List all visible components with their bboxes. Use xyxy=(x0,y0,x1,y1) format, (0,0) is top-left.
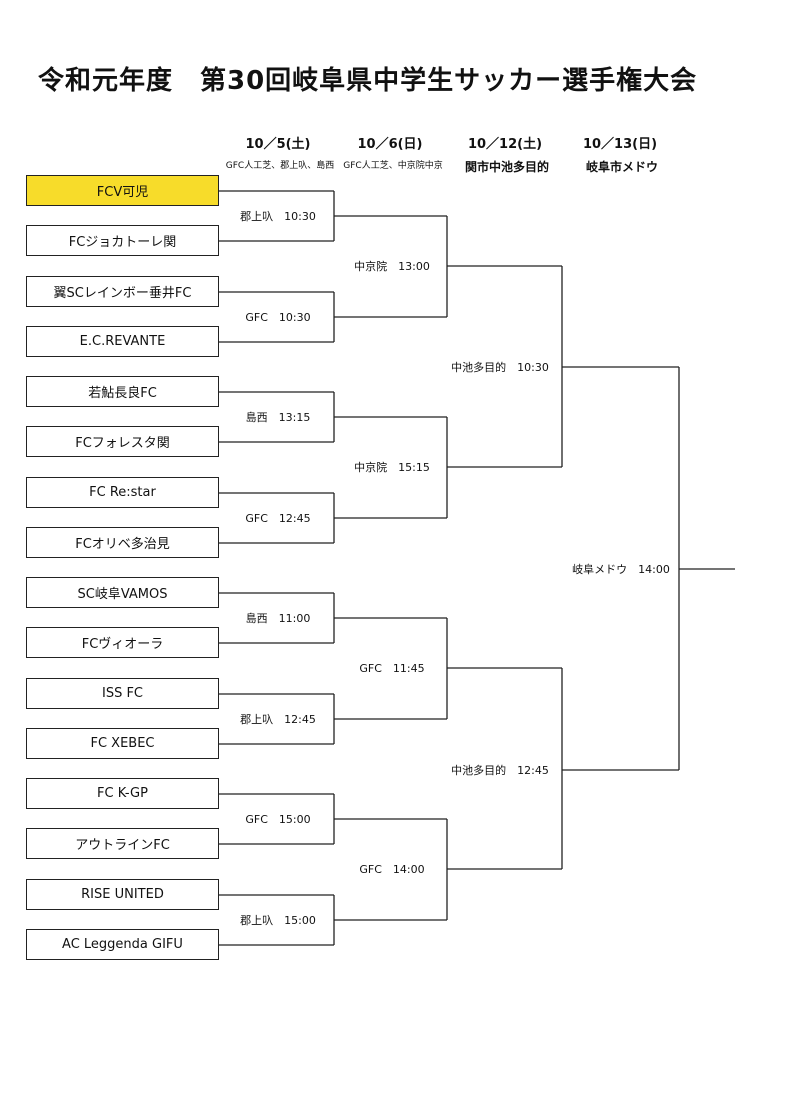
match-label: 島西 13:15 xyxy=(245,411,311,424)
match-label: 中京院 13:00 xyxy=(354,260,430,273)
match-label: 郡上叺 15:00 xyxy=(240,914,316,927)
team-box: FCヴィオーラ xyxy=(26,627,219,658)
round-3-venue: 関市中池多目的 xyxy=(464,160,549,174)
match-label: 岐阜メドウ 14:00 xyxy=(572,563,670,576)
round-3-date: 10／12(土) xyxy=(467,137,543,152)
round-4-venue: 岐阜市メドウ xyxy=(585,160,658,174)
team-box: 翼SCレインボー垂井FC xyxy=(26,276,219,307)
match-label: GFC 11:45 xyxy=(359,662,425,675)
team-box: RISE UNITED xyxy=(26,879,219,910)
round-2-date: 10／6(日) xyxy=(357,137,423,152)
team-box: ISS FC xyxy=(26,678,219,709)
match-label: 島西 11:00 xyxy=(245,612,311,625)
team-box: FCオリベ多治見 xyxy=(26,527,219,558)
team-box: FCV可児 xyxy=(26,175,219,206)
round-4-date: 10／13(日) xyxy=(582,137,658,152)
team-box: FC K-GP xyxy=(26,778,219,809)
team-box: 若鮎長良FC xyxy=(26,376,219,407)
match-label: 郡上叺 10:30 xyxy=(240,210,316,223)
match-label: GFC 10:30 xyxy=(245,311,311,324)
team-box: アウトラインFC xyxy=(26,828,219,859)
round-1-venue: GFC人工芝、郡上叺、島西 xyxy=(225,161,335,171)
match-label: GFC 12:45 xyxy=(245,512,311,525)
team-box: SC岐阜VAMOS xyxy=(26,577,219,608)
round-1-date: 10／5(土) xyxy=(245,137,311,152)
match-label: 中池多目的 12:45 xyxy=(451,764,549,777)
team-box: FC Re:star xyxy=(26,477,219,508)
match-label: 郡上叺 12:45 xyxy=(240,713,316,726)
match-label: 中京院 15:15 xyxy=(354,461,430,474)
match-label: GFC 14:00 xyxy=(359,863,425,876)
team-box: FCジョカトーレ関 xyxy=(26,225,219,256)
team-box: E.C.REVANTE xyxy=(26,326,219,357)
team-box: AC Leggenda GIFU xyxy=(26,929,219,960)
page-title: 令和元年度 第30回岐阜県中学生サッカー選手権大会 xyxy=(38,66,698,96)
team-box: FC XEBEC xyxy=(26,728,219,759)
team-box: FCフォレスタ関 xyxy=(26,426,219,457)
match-label: GFC 15:00 xyxy=(245,813,311,826)
match-label: 中池多目的 10:30 xyxy=(451,361,549,374)
round-2-venue: GFC人工芝、中京院中京 xyxy=(343,161,443,171)
